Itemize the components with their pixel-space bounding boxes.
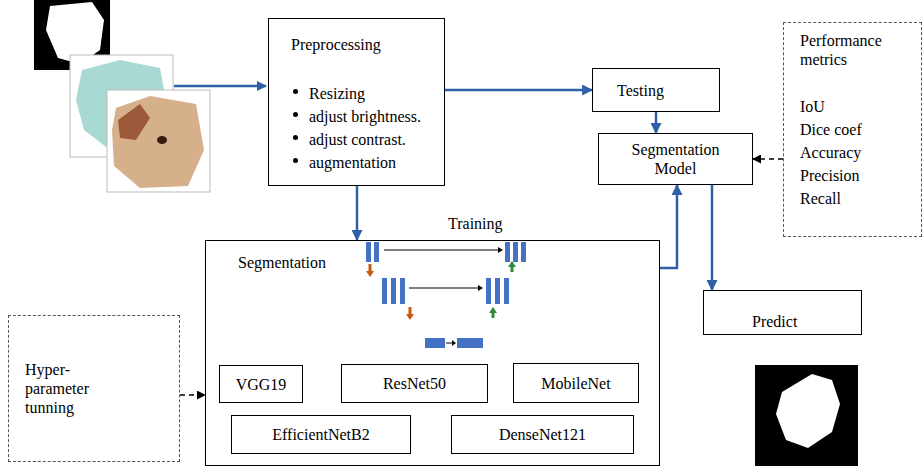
- tuning-box: Hyper- parameter tunning: [8, 315, 180, 462]
- output-box: Predict: [703, 290, 862, 335]
- box-label: DenseNet121: [456, 425, 629, 444]
- box-label: Predict: [752, 312, 853, 331]
- unet-icon: [366, 242, 526, 348]
- flow-arrow: [711, 185, 714, 290]
- box-label: VGG19: [224, 375, 298, 394]
- model-box: EfficientNetB2: [231, 415, 411, 454]
- input-arrow: [174, 85, 266, 88]
- list-item: Recall: [800, 187, 913, 210]
- model-box: VGG19: [219, 365, 303, 403]
- list-item: Precision: [800, 164, 913, 187]
- box-label: Hyper- parameter tunning: [25, 360, 109, 417]
- box-label: MobileNet: [518, 374, 634, 393]
- model-box: MobileNet: [513, 363, 639, 403]
- training-box: TrainingSegmentationVGG19ResNet50MobileN…: [205, 240, 660, 466]
- box-label: Segmentation Model: [617, 140, 734, 178]
- list-item: IoU: [800, 95, 913, 118]
- cell-image: [107, 90, 210, 192]
- flow-arrow: [655, 112, 658, 133]
- list-item: augmentation: [291, 151, 434, 174]
- section-label: Segmentation: [238, 253, 691, 272]
- group-heading: Training: [448, 214, 901, 233]
- flow-arrow: [660, 185, 677, 268]
- dashed-arrow: [753, 158, 783, 159]
- box-label: EfficientNetB2: [236, 425, 406, 444]
- list-item: Dice coef: [800, 118, 913, 141]
- list-item: adjust contrast.: [291, 128, 434, 151]
- box-heading: Performance metrics: [800, 31, 913, 69]
- model-box: Segmentation Model: [598, 133, 753, 185]
- box-label: Testing: [617, 81, 711, 100]
- flow-arrow: [445, 89, 592, 92]
- list-item: adjust brightness.: [291, 105, 434, 128]
- model-box: ResNet50: [341, 364, 488, 403]
- dashed-arrow: [180, 394, 205, 395]
- model-box: DenseNet121: [451, 415, 634, 454]
- box-label: ResNet50: [346, 374, 483, 393]
- box-heading: Preprocessing: [291, 35, 434, 54]
- process-box: Testing: [592, 68, 720, 112]
- list-item: Resizing: [291, 82, 434, 105]
- flow-arrow: [356, 186, 359, 240]
- mask-image: [755, 365, 858, 466]
- list-item: Accuracy: [800, 141, 913, 164]
- metrics-box: Performance metricsIoUDice coefAccuracyP…: [783, 22, 922, 237]
- process-box: PreprocessingResizingadjust brightness.a…: [268, 18, 445, 186]
